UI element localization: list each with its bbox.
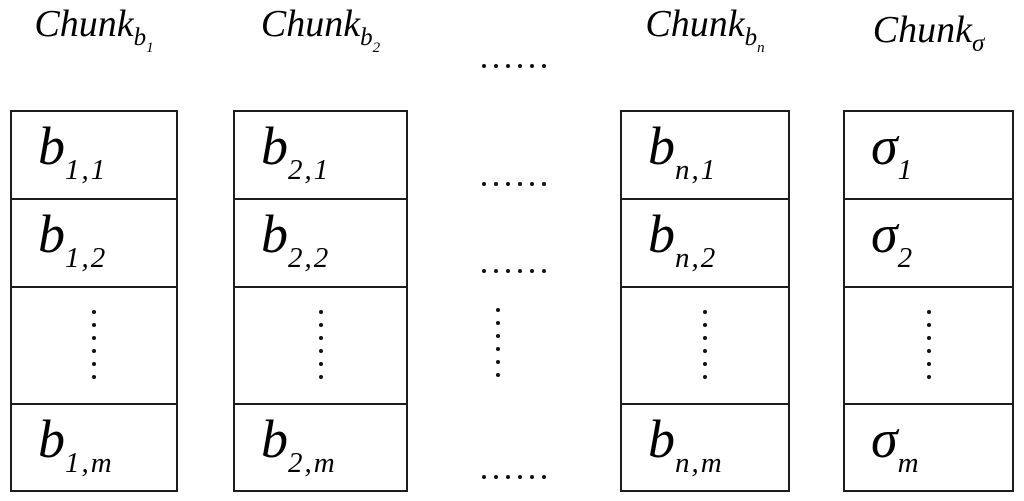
cell-label: b1,2 (38, 204, 108, 274)
cell-label: σ1 (871, 116, 915, 186)
vertical-ellipsis-icon (92, 310, 96, 379)
table-cell: σ2 (845, 198, 1012, 286)
chunk-table-b1: b1,1 b1,2 b1,m (10, 110, 178, 492)
vertical-ellipsis-icon (703, 310, 707, 379)
gap-ellipsis-vertical-icon (496, 308, 500, 377)
header-subscript: σ (971, 30, 985, 57)
table-cell: b1,1 (12, 112, 176, 198)
header-subscript: b (133, 24, 147, 51)
header-subscript-index: 2 (372, 40, 381, 56)
header-subscript: b (744, 24, 758, 51)
chunk-table-b2: b2,1 b2,2 b2,m (233, 110, 408, 492)
table-cell: b2,2 (235, 198, 406, 286)
vertical-ellipsis-cell (622, 286, 788, 403)
cell-label: b2,2 (261, 204, 331, 274)
chunk-table-bn: bn,1 bn,2 bn,m (620, 110, 790, 492)
chunk-column-bn: Chunkbn bn,1 bn,2 bn,m (620, 0, 790, 501)
header-base-text: Chunk (645, 3, 745, 45)
table-cell: σm (845, 403, 1012, 490)
cell-label: b1,1 (38, 116, 108, 186)
column-header-sigma: Chunkσ (843, 9, 1014, 63)
gap-ellipsis-bottom-icon (482, 475, 546, 479)
chunk-column-b2: Chunkb2 b2,1 b2,2 b2,m (233, 0, 408, 501)
vertical-ellipsis-icon (318, 310, 323, 379)
column-header-b2: Chunkb2 (233, 3, 408, 57)
vertical-ellipsis-cell (235, 286, 406, 403)
header-subscript-index: 1 (146, 40, 154, 56)
table-cell: b1,2 (12, 198, 176, 286)
cell-label: bn,2 (648, 204, 718, 274)
chunk-table-sigma: σ1 σ2 σm (843, 110, 1014, 492)
cell-label: σm (871, 409, 921, 479)
gap-ellipsis-row2-icon (482, 269, 546, 273)
vertical-ellipsis-cell (845, 286, 1012, 403)
vertical-ellipsis-cell (12, 286, 176, 403)
table-cell: b1,m (12, 403, 176, 490)
cell-label: σ2 (871, 204, 915, 274)
column-header-b1: Chunkb1 (10, 3, 178, 57)
table-cell: bn,m (622, 403, 788, 490)
chunk-column-sigma: Chunkσ σ1 σ2 σm (843, 0, 1014, 501)
gap-ellipsis-header-icon (482, 64, 546, 68)
chunk-column-b1: Chunkb1 b1,1 b1,2 b1,m (10, 0, 178, 501)
gap-ellipsis-row1-icon (482, 182, 546, 186)
cell-label: bn,m (648, 409, 724, 479)
header-base-text: Chunk (872, 9, 972, 51)
header-base-text: Chunk (260, 3, 361, 45)
cell-label: bn,1 (648, 116, 718, 186)
table-cell: bn,1 (622, 112, 788, 198)
table-cell: b2,m (235, 403, 406, 490)
cell-label: b2,1 (261, 116, 331, 186)
table-cell: σ1 (845, 112, 1012, 198)
cell-label: b1,m (38, 409, 114, 479)
table-cell: bn,2 (622, 198, 788, 286)
header-base-text: Chunk (34, 3, 134, 45)
header-subscript: b (360, 24, 373, 51)
vertical-ellipsis-icon (926, 310, 931, 379)
column-header-bn: Chunkbn (620, 3, 790, 57)
cell-label: b2,m (261, 409, 337, 479)
table-cell: b2,1 (235, 112, 406, 198)
header-subscript-index: n (757, 40, 765, 56)
